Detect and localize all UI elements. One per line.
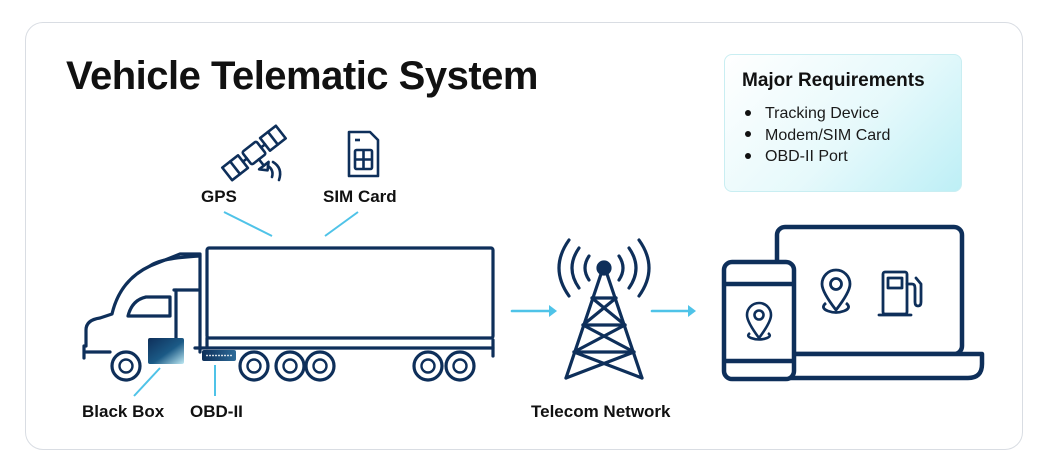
obd-label: OBD-II [190,402,243,421]
telecom-network-label: Telecom Network [531,402,671,421]
requirements-box: Major Requirements Tracking Device Modem… [724,54,962,192]
cell-tower-icon [557,238,651,380]
list-item: Modem/SIM Card [741,125,890,147]
sim-card-label: SIM Card [323,187,397,206]
gps-label: GPS [201,187,237,206]
list-item: Tracking Device [741,103,890,125]
truck-wheels [110,350,476,382]
requirement-label: OBD-II Port [765,148,848,165]
black-box-device [148,338,184,364]
fuel-pump-icon [877,270,923,317]
page-title: Vehicle Telematic System [66,54,538,98]
black-box-label: Black Box [82,402,165,421]
location-pin-icon [745,301,773,341]
obd-port [202,350,236,361]
location-pin-icon [820,268,852,314]
connector-lines [133,211,359,397]
sim-card-icon [347,130,380,178]
truck-icon [82,246,495,360]
arrow-icon [650,305,696,317]
requirement-label: Tracking Device [765,105,880,122]
requirement-label: Modem/SIM Card [765,126,891,144]
list-item: OBD-II Port [741,146,890,168]
requirements-list: Tracking Device Modem/SIM Card OBD-II Po… [741,103,890,168]
arrow-icon [510,305,557,317]
satellite-icon [220,124,288,182]
requirements-title: Major Requirements [742,70,925,91]
